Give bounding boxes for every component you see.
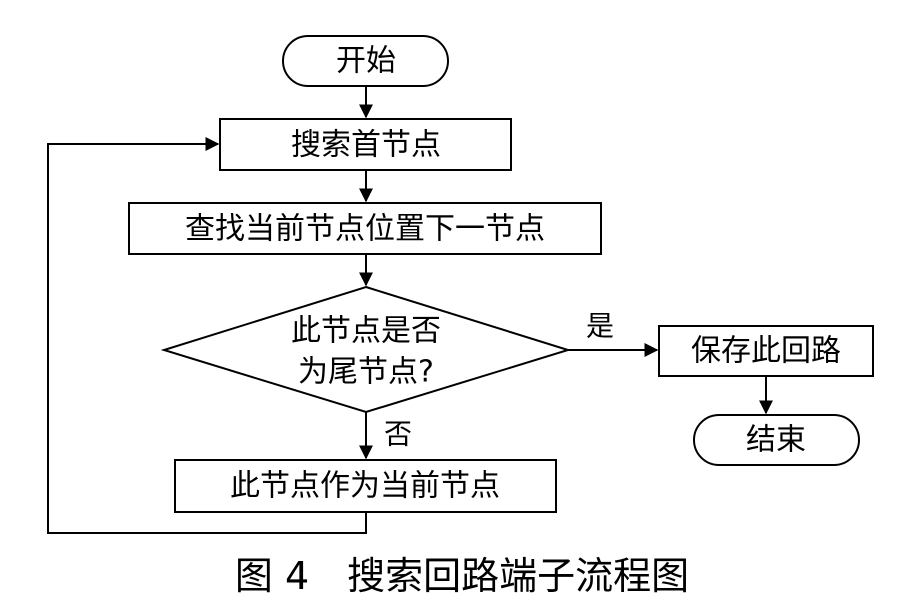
edge-loop-back: [47, 137, 367, 534]
decision-label-line2: 为尾节点?: [298, 355, 434, 390]
end-label: 结束: [746, 423, 806, 458]
find-next-label: 查找当前节点位置下一节点: [185, 212, 545, 247]
decision-label-line1: 此节点是否: [291, 314, 441, 349]
start-label: 开始: [336, 44, 396, 79]
figure-caption: 图 4 搜索回路端子流程图: [235, 554, 689, 598]
yes-edge-label: 是: [586, 310, 614, 343]
end-node: [693, 414, 860, 466]
decision-node: [160, 285, 572, 414]
save-loop-label: 保存此回路: [691, 334, 841, 369]
no-edge-label: 否: [384, 418, 412, 451]
search-head-label: 搜索首节点: [291, 128, 441, 163]
set-current-label: 此节点作为当前节点: [230, 469, 500, 504]
